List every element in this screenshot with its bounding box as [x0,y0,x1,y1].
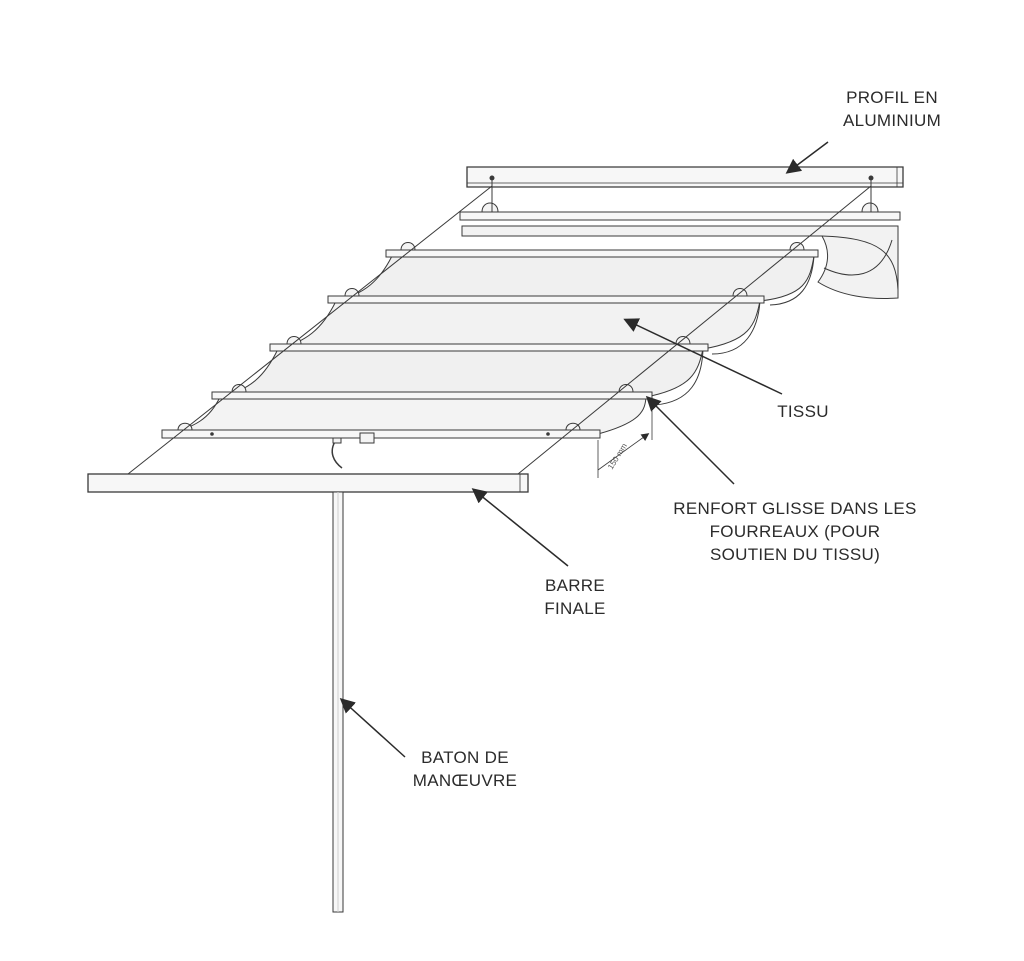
fabric-roll [461,225,899,299]
label-line: RENFORT GLISSE DANS LES [673,499,917,518]
label-line: SOUTIEN DU TISSU) [709,545,881,564]
label-line: BARRE [544,576,606,595]
label-line: MANŒUVRE [412,771,518,790]
arrow-renfort [645,395,735,485]
label-line: FINALE [544,599,606,618]
arrow-profil [785,141,829,174]
label-line: ALUMINIUM [842,111,942,130]
label-reinforcement: RENFORT GLISSE DANS LES FOURREAUX (POUR … [630,497,960,566]
label-operating-pole: BATON DE MANŒUVRE [380,746,550,792]
fabric-panels [164,255,815,435]
arrow-tissu [623,318,783,395]
arrow-barre [471,488,569,567]
aluminium-profile [466,166,904,188]
label-line: BATON DE [421,748,509,767]
label-aluminium-profile: PROFIL EN ALUMINIUM [812,86,972,132]
label-fabric: TISSU [748,400,858,423]
label-line: TISSU [777,402,829,421]
operating-pole [332,491,344,913]
final-bar [87,473,529,493]
guide-cables [127,175,874,475]
reinforcement-bars [161,211,901,439]
leader-arrows [339,141,829,758]
label-line: FOURREAUX (POUR [709,522,881,541]
arrow-baton [339,697,406,758]
dimension-text: 150 mm [606,441,629,471]
label-final-bar: BARRE FINALE [515,574,635,620]
hook [331,432,375,469]
label-line: PROFIL EN [846,88,938,107]
